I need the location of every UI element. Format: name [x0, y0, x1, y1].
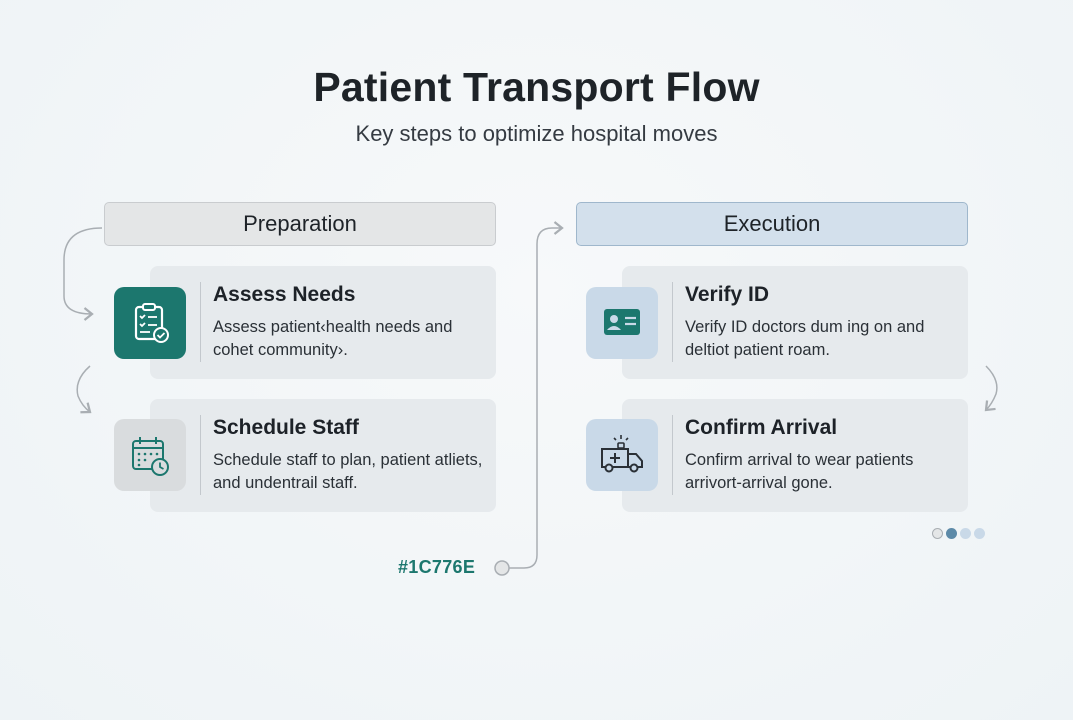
calendar-clock-icon [114, 419, 186, 491]
pagination-dot[interactable] [932, 528, 943, 539]
pagination-dots [932, 528, 985, 539]
step-description: Assess patient‹health needs and cohet co… [213, 318, 453, 359]
card-divider [200, 282, 201, 362]
step-title: Confirm Arrival [685, 416, 838, 439]
connector-to-execution [509, 221, 564, 569]
clipboard-check-icon [114, 287, 186, 359]
diagram-subtitle: Key steps to optimize hospital moves [355, 121, 718, 146]
card-divider [200, 415, 201, 495]
connector-start-node [494, 560, 510, 576]
connector-verify-to-confirm [984, 365, 998, 412]
ambulance-icon [586, 419, 658, 491]
step-card-schedule-staff: Schedule Staff Schedule staff to plan, p… [150, 399, 496, 512]
step-title: Schedule Staff [213, 416, 359, 439]
step-description: Confirm arrival to wear patients arrivor… [685, 451, 914, 492]
preparation-header: Preparation [104, 202, 496, 246]
step-card-assess-needs: Assess Needs Assess patient‹health needs… [150, 266, 496, 379]
card-divider [672, 415, 673, 495]
step-title: Verify ID [685, 283, 770, 306]
step-description: Schedule staff to plan, patient atliets,… [213, 451, 483, 492]
pagination-dot[interactable] [974, 528, 985, 539]
id-card-icon [586, 287, 658, 359]
color-code-label: #1C776E [398, 557, 476, 577]
diagram-title: Patient Transport Flow [313, 64, 760, 110]
step-description: Verify ID doctors dum ing on and deltiot… [685, 318, 925, 359]
pagination-dot[interactable] [960, 528, 971, 539]
step-card-verify-id: Verify ID Verify ID doctors dum ing on a… [622, 266, 968, 379]
connector-assess-to-schedule [76, 365, 92, 414]
connector-prep-to-assess [63, 227, 103, 321]
step-card-confirm-arrival: Confirm Arrival Confirm arrival to wear … [622, 399, 968, 512]
card-divider [672, 282, 673, 362]
step-title: Assess Needs [213, 283, 356, 306]
pagination-dot-active[interactable] [946, 528, 957, 539]
execution-header: Execution [576, 202, 968, 246]
